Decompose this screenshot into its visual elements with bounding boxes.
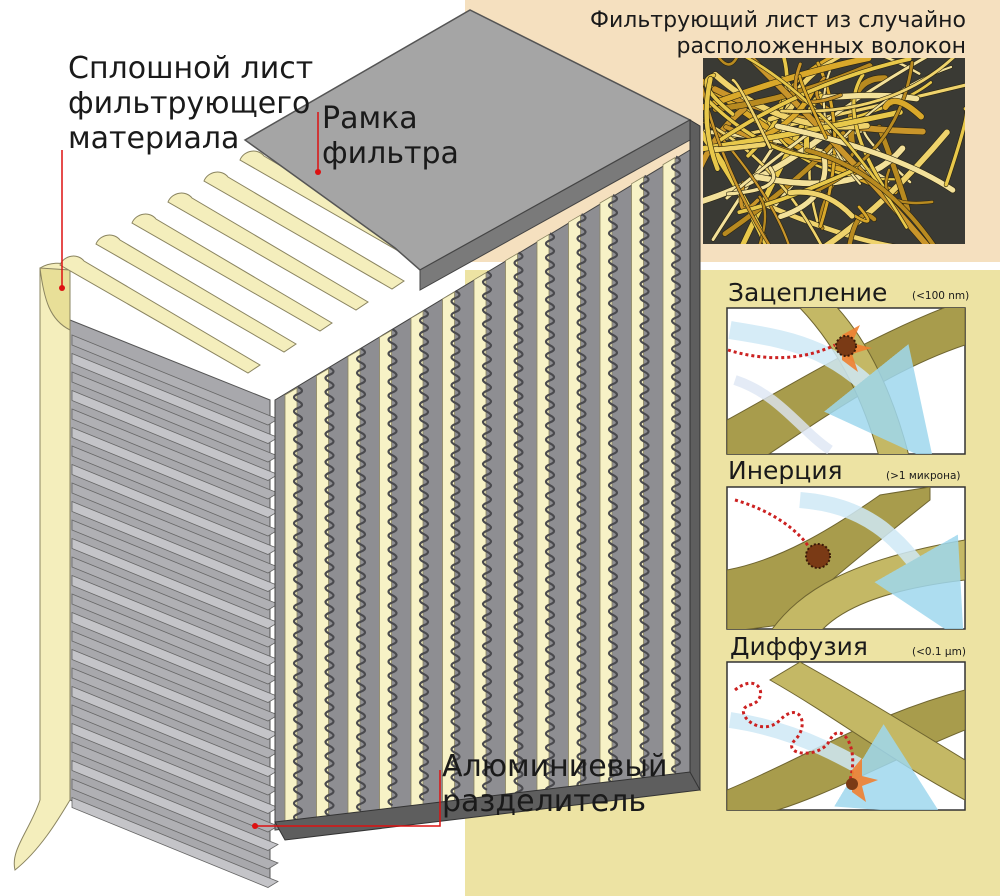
sheet-top-fold	[95, 234, 297, 353]
aluminum-corrugation	[71, 426, 279, 518]
fiber-strand	[758, 195, 767, 244]
filter-sheet-label-line-3: материала	[68, 120, 240, 156]
aluminum-wave	[639, 174, 650, 779]
aluminum-corrugation	[71, 445, 279, 537]
fiber-strand	[787, 189, 855, 219]
fiber-strand	[780, 58, 955, 113]
fiber-strand	[746, 58, 930, 244]
aluminum-corrugation	[71, 611, 279, 703]
filter-sheet-label-line-2: фильтрующего	[68, 85, 311, 121]
aluminum-wave	[418, 309, 430, 802]
separator-leader-line	[255, 770, 441, 827]
aluminum-wave	[324, 366, 335, 817]
aluminum-corrugation	[71, 648, 279, 740]
aluminum-corrugation	[71, 796, 279, 888]
mechanism-panel-inertia	[726, 486, 966, 630]
sheet-leader-dot	[59, 285, 65, 291]
fiber-strand	[703, 85, 771, 244]
fiber-strand	[766, 203, 893, 244]
filter-sheet-pleat	[379, 329, 392, 812]
fiber-strand	[882, 98, 924, 120]
aluminum-corrugation	[71, 574, 279, 666]
fiber-strand	[723, 83, 965, 140]
fiber-strand	[711, 142, 766, 153]
filter-body	[13, 9, 701, 888]
filter-frame-label-line-1: Рамка	[322, 101, 418, 136]
aluminum-separator-label-line-2: разделитель	[442, 783, 647, 819]
sheet-top-fold	[203, 171, 405, 290]
aluminum-corrugation	[71, 389, 279, 481]
fiber-strand	[739, 181, 760, 211]
random-fiber-label-line-2: расположенных волокон	[676, 33, 967, 59]
aluminum-wave	[292, 386, 304, 822]
aluminum-corrugation	[71, 667, 279, 759]
aluminum-wave	[544, 232, 556, 795]
random-fiber-label: Фильтрующий лист из случайно расположенн…	[590, 8, 966, 59]
aluminum-wave	[513, 251, 524, 800]
mechanism-size-diffusion: (<0.1 µm)	[912, 646, 966, 658]
fiber-strand	[718, 58, 912, 143]
fiber-strand	[804, 148, 936, 244]
random-fiber-inset	[703, 58, 965, 244]
aluminum-wave	[576, 213, 587, 790]
aluminum-separator-label: Алюминиевый разделитель	[442, 749, 668, 820]
aluminum-separator-label-line-1: Алюминиевый	[442, 749, 668, 784]
fiber-strand	[726, 166, 776, 196]
fiber-strand	[876, 124, 911, 212]
fiber-strand	[944, 107, 965, 187]
aluminum-wave	[355, 347, 367, 812]
frame-leader-dot	[315, 169, 321, 175]
aluminum-wave	[387, 328, 398, 807]
sheet-top-fold	[131, 213, 333, 332]
fiber-strand	[815, 76, 832, 112]
aluminum-corrugation	[71, 630, 279, 722]
aluminum-corrugation	[71, 722, 279, 814]
aluminum-corrugation	[71, 704, 279, 796]
separator-leader-dot	[252, 823, 258, 829]
aluminum-corrugation	[71, 741, 279, 833]
aluminum-corrugation	[71, 685, 279, 777]
aluminum-corrugation	[71, 778, 279, 870]
aluminum-wave	[450, 290, 461, 796]
random-fiber-label-line-1: Фильтрующий лист из случайно	[590, 8, 966, 33]
fiber-strand	[712, 71, 870, 130]
sheet-top-fold	[167, 192, 369, 311]
aluminum-corrugation	[71, 500, 279, 592]
fiber-strand	[704, 76, 720, 172]
filter-sheet-label: Сплошной лист фильтрующего материала	[68, 51, 314, 156]
fiber-strand	[717, 58, 738, 66]
mechanism-title-interception: Зацепление	[728, 278, 888, 307]
aluminum-corrugation	[71, 537, 279, 629]
aluminum-corrugation	[71, 519, 279, 611]
aluminum-corrugation	[71, 408, 279, 500]
mechanism-size-interception: (<100 nm)	[912, 290, 970, 302]
aluminum-corrugation	[71, 463, 279, 555]
fiber-strand	[704, 97, 836, 160]
aluminum-wave	[607, 194, 619, 784]
aluminum-wave	[670, 155, 682, 774]
aluminum-corrugation	[71, 334, 279, 426]
filter-sheet-label-line-1: Сплошной лист	[68, 51, 314, 86]
mechanism-panel-diffusion	[726, 661, 966, 811]
mechanism-title-diffusion: Диффузия	[730, 632, 868, 661]
fiber-strand	[774, 123, 956, 193]
fiber-strand	[812, 61, 914, 194]
aluminum-corrugation	[71, 593, 279, 685]
filter-frame-label: Рамка фильтра	[322, 101, 459, 172]
aluminum-corrugation	[71, 556, 279, 648]
fiber-strand	[798, 74, 828, 139]
mechanism-panel-interception	[726, 307, 966, 455]
fiber-strand	[731, 78, 772, 149]
filter-frame-label-line-2: фильтра	[322, 135, 459, 171]
aluminum-wave	[481, 270, 493, 791]
mechanism-size-inertia: (>1 микрона)	[886, 470, 961, 482]
aluminum-corrugation	[71, 371, 279, 463]
fiber-strand	[703, 117, 790, 244]
aluminum-corrugation	[71, 759, 279, 851]
aluminum-corrugation	[71, 352, 279, 444]
aluminum-corrugation	[71, 482, 279, 574]
mechanism-title-inertia: Инерция	[728, 456, 843, 485]
